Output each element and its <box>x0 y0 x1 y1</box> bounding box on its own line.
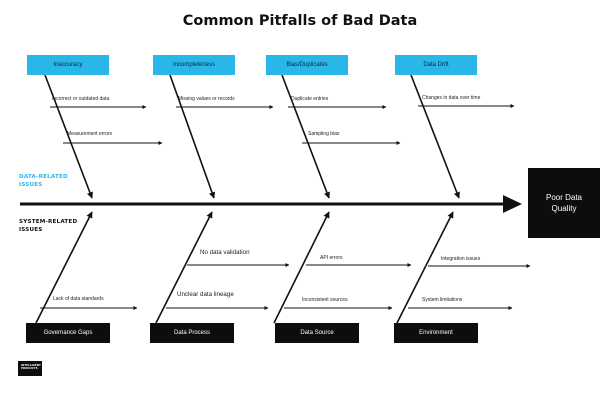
bone-environment <box>396 211 454 324</box>
cause-label: System limitations <box>422 297 463 303</box>
cause-label: Incorrect or outdated data <box>52 96 110 102</box>
spine-arrowhead <box>503 195 522 213</box>
section-label-data-related: DATA-RELATED ISSUES <box>19 174 68 188</box>
cause-label: Duplicate entries <box>291 96 329 102</box>
effect-box: Poor Data Quality <box>528 168 600 238</box>
cause-label: Unclear data lineage <box>177 291 234 298</box>
cause-label: API errors <box>320 255 343 261</box>
bone-data-source <box>273 211 330 324</box>
logo-line-2: PRODUCTS <box>21 367 38 371</box>
bone-governance-gaps <box>35 211 93 324</box>
logo-line-1: INTELLIGENT <box>21 364 41 367</box>
bone-data-process <box>155 211 213 324</box>
cause-label: Sampling bias <box>308 131 340 137</box>
cause-label: Missing values or records <box>178 96 235 102</box>
cause-label: Lack of data standards <box>53 296 104 302</box>
diagram-title: Common Pitfalls of Bad Data <box>182 13 418 29</box>
bone-inaccuracy <box>44 74 93 199</box>
category-box-data-source: Data Source <box>275 323 359 343</box>
bone-bias-duplicates <box>281 74 330 199</box>
bone-incompleteness <box>169 74 216 199</box>
cause-label: No data validation <box>200 249 250 256</box>
cause-label: Integration issues <box>441 256 481 262</box>
cause-label: Inconsistent sources <box>302 297 348 303</box>
brand-logo: INTELLIGENT PRODUCTS <box>18 361 42 376</box>
category-box-data-drift: Data Drift <box>395 55 477 75</box>
category-box-bias-duplicates: Bias/Duplicates <box>266 55 348 75</box>
category-box-environment: Environment <box>394 323 478 343</box>
bone-data-drift <box>410 74 460 199</box>
cause-label: Measurement errors <box>67 131 113 137</box>
category-box-inaccuracy: Inaccuracy <box>27 55 109 75</box>
effect-label: Poor Data Quality <box>545 193 583 213</box>
cause-label: Changes in data over time <box>422 95 481 101</box>
category-box-data-process: Data Process <box>150 323 234 343</box>
section-label-system-related: SYSTEM-RELATED ISSUES <box>19 219 78 233</box>
category-box-governance-gaps: Governance Gaps <box>26 323 110 343</box>
category-box-incompleteness: Incompleteness <box>153 55 235 75</box>
